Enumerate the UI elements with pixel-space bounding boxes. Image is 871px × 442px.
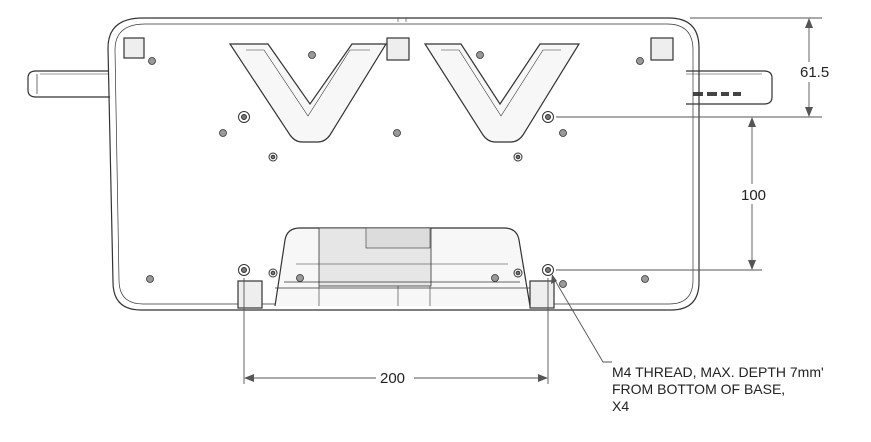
main-body-outline (107, 17, 700, 311)
mount-hole-bottom-right (542, 264, 554, 276)
thread-note-line-2: FROM BOTTOM OF BASE, (612, 381, 786, 397)
corner-pad-top-right (650, 37, 674, 61)
mount-hole-top-left (238, 111, 250, 123)
thread-note: M4 THREAD, MAX. DEPTH 7mm' FROM BOTTOM O… (612, 364, 824, 415)
arrowhead (244, 374, 254, 382)
corner-pad-bottom-left (237, 280, 263, 309)
corner-pad-bottom-right (529, 280, 555, 309)
right-v-bracket (423, 43, 581, 143)
mounting-holes (238, 111, 554, 278)
arrowhead (748, 117, 756, 127)
arrowhead (538, 374, 548, 382)
arrowhead (748, 260, 756, 270)
mount-hole-bottom-left (238, 264, 250, 276)
arrowhead (805, 107, 813, 117)
corner-pad-top-center (386, 37, 410, 61)
corner-pad-top-left (123, 37, 145, 59)
stand-base (274, 227, 531, 307)
thread-note-line-1: M4 THREAD, MAX. DEPTH 7mm' (612, 364, 824, 380)
thread-note-line-3: X4 (612, 398, 630, 414)
arrowhead (551, 274, 557, 284)
dimension-label-100: 100 (741, 187, 767, 204)
dimension-label-61-5: 61.5 (800, 64, 830, 81)
note-leader-line (552, 276, 612, 363)
screw-holes (146, 51, 649, 288)
arrowhead (805, 18, 813, 28)
left-v-bracket (228, 43, 388, 143)
mount-hole-top-right (542, 111, 554, 123)
dimension-label-200: 200 (380, 370, 406, 387)
left-side-arm (27, 70, 110, 98)
main-body-inner-outline (114, 23, 694, 305)
